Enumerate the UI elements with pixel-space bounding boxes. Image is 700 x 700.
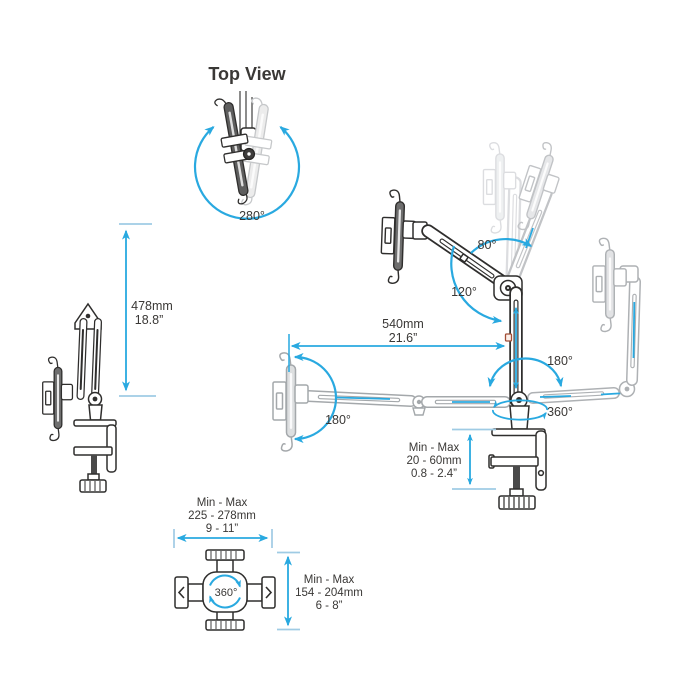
main-desk-clamp [488, 428, 547, 510]
side-desk-clamp [73, 419, 117, 493]
dimension-label-478mm: 478mm [131, 299, 173, 313]
base-rotation-arc-front [492, 409, 547, 421]
swivel-arc-180 [487, 357, 564, 388]
clamp-range-in: 0.8 - 2.4” [411, 468, 457, 480]
rotation-arc-280 [193, 126, 301, 220]
holder-rotation-arc-top [209, 574, 241, 588]
angle-label-180-holder: 180° [325, 413, 351, 427]
ghost-arm-left [272, 352, 511, 452]
dimension-label-540mm: 540mm [382, 317, 424, 331]
width-range-label: Min - Max [197, 497, 248, 509]
width-range-mm: 225 - 278mm [188, 510, 256, 522]
side-view-drawing [42, 302, 117, 493]
side-view-section: 478mm 18.8” [42, 223, 173, 493]
ghost-arm-right [527, 237, 641, 404]
width-range-in: 9 - 11” [206, 523, 239, 535]
dimension-label-540in: 21.6” [389, 331, 418, 345]
depth-range-label: Min - Max [304, 574, 355, 586]
main-pole [504, 286, 523, 407]
angle-label-80: 80° [478, 238, 497, 252]
dimension-label-478in: 18.8” [135, 313, 164, 327]
angle-label-180-arm: 180° [547, 354, 573, 368]
clamp-dimension: Min - Max 20 - 60mm 0.8 - 2.4” [407, 428, 496, 490]
base-rotation-arc-back [493, 399, 548, 411]
width-dimension: Min - Max 225 - 278mm 9 - 11” [173, 497, 273, 548]
main-arm-drawing [379, 188, 547, 510]
height-dimension-478: 478mm 18.8” [119, 223, 173, 397]
rotation-label-360-base: 360° [547, 405, 573, 419]
top-view-drawing [213, 91, 279, 209]
holder-rotation-arc-bottom [209, 595, 241, 609]
tablet-holder-main [379, 188, 418, 285]
bottom-view-section: 360° Min - Max 225 - 278mm 9 - 11” Min -… [173, 497, 363, 631]
length-dimension-540: 540mm 21.6” [288, 317, 506, 372]
side-arm-rails [76, 318, 102, 400]
clamp-range-mm: 20 - 60mm [407, 455, 462, 467]
depth-range-mm: 154 - 204mm [295, 587, 363, 599]
clamp-range-label: Min - Max [409, 442, 460, 454]
pole-clip [504, 333, 513, 342]
rotation-label-360-holder: 360° [215, 587, 238, 599]
depth-range-in: 6 - 8” [316, 600, 343, 612]
angle-label-120: 120° [451, 285, 477, 299]
rotation-label-280: 280° [239, 209, 265, 223]
top-view-section: Top View 280° [193, 64, 301, 223]
holder-tilt-arc-180 [293, 353, 338, 443]
main-view-section: 540mm 21.6” Min - Max 20 - 60mm 0.8 - 2.… [272, 139, 641, 510]
ghost-arm-vertical [482, 142, 522, 291]
tablet-holder-side [42, 356, 74, 442]
depth-dimension: Min - Max 154 - 204mm 6 - 8” [277, 551, 363, 631]
holder-rear-view-drawing: 360° [174, 549, 276, 631]
top-view-title: Top View [208, 64, 286, 84]
tilt-arc-120 [450, 245, 503, 324]
tilt-arc-80 [470, 237, 533, 254]
